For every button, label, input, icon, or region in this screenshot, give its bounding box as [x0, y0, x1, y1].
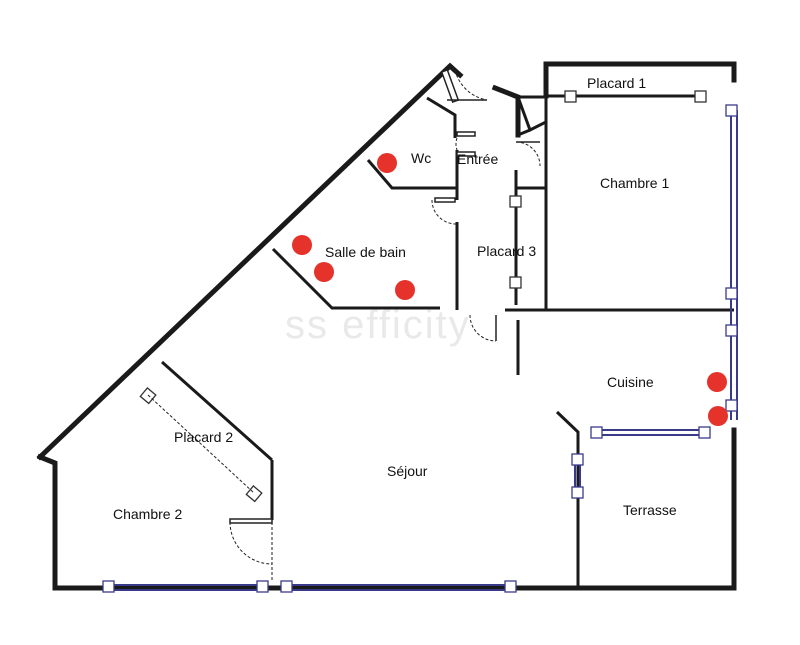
room-label-wc: Wc — [411, 150, 431, 166]
doors — [229, 68, 541, 582]
room-label-entree: Entrée — [457, 151, 498, 167]
windows — [108, 110, 738, 591]
room-labels: Placard 1 Wc Entrée Chambre 1 Salle de b… — [113, 75, 677, 522]
marker-bath-1 — [292, 235, 312, 255]
room-label-cuisine: Cuisine — [607, 374, 654, 390]
watermark: ss efficity — [285, 303, 471, 347]
exterior-walls — [36, 61, 737, 591]
room-label-salle-de-bain: Salle de bain — [325, 244, 406, 260]
marker-kitchen-1 — [707, 372, 727, 392]
marker-bath-2 — [314, 262, 334, 282]
room-label-placard-1: Placard 1 — [587, 75, 646, 91]
marker-bath-3 — [395, 280, 415, 300]
marker-kitchen-2 — [708, 406, 728, 426]
window-nodes — [102, 90, 738, 593]
room-label-chambre-1: Chambre 1 — [600, 175, 669, 191]
room-label-chambre-2: Chambre 2 — [113, 506, 182, 522]
room-label-sejour: Séjour — [387, 463, 428, 479]
room-label-placard-2: Placard 2 — [174, 429, 233, 445]
room-label-placard-3: Placard 3 — [477, 243, 536, 259]
marker-wc — [377, 153, 397, 173]
room-label-terrasse: Terrasse — [623, 502, 677, 518]
markers — [292, 153, 728, 426]
